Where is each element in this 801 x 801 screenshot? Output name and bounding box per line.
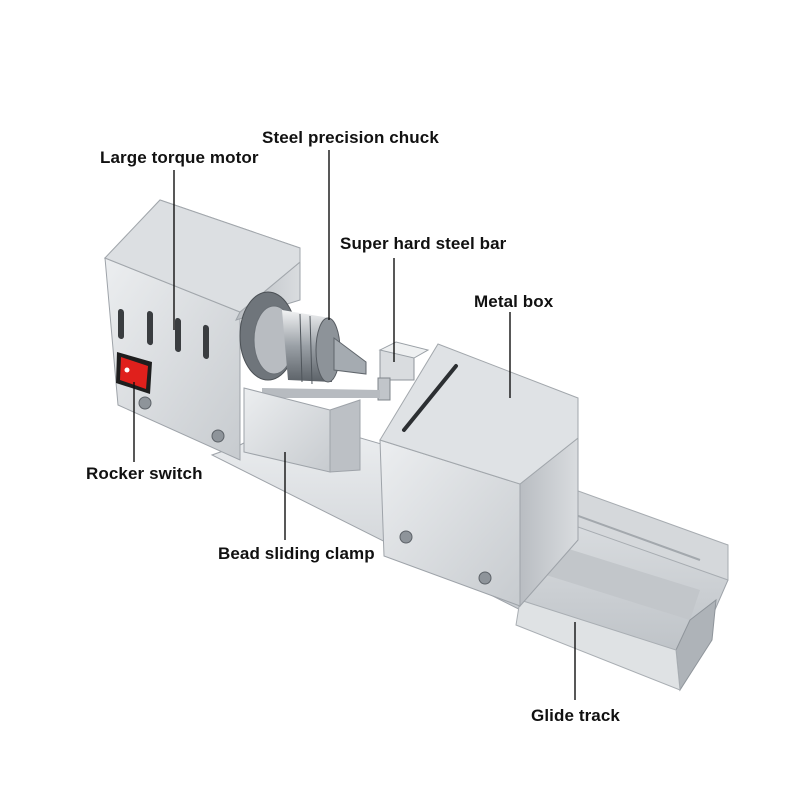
label-super-hard-steel-bar: Super hard steel bar xyxy=(340,234,507,253)
screw-icon xyxy=(211,429,225,443)
rocker-switch-icon xyxy=(116,352,152,394)
screw-icon xyxy=(478,571,492,585)
label-steel-precision-chuck: Steel precision chuck xyxy=(262,128,439,147)
label-metal-box: Metal box xyxy=(474,292,554,311)
steel-bar xyxy=(262,341,430,401)
label-large-torque-motor: Large torque motor xyxy=(100,148,259,167)
screw-icon xyxy=(399,530,413,544)
metal-box xyxy=(379,343,579,608)
label-bead-sliding-clamp: Bead sliding clamp xyxy=(218,544,375,563)
steel-chuck xyxy=(239,291,367,385)
label-rocker-switch: Rocker switch xyxy=(86,464,203,483)
screw-icon xyxy=(138,396,152,410)
leader-lines xyxy=(133,150,576,700)
motor-box xyxy=(103,199,301,461)
bead-sliding-clamp xyxy=(243,387,361,473)
label-glide-track: Glide track xyxy=(531,706,620,725)
